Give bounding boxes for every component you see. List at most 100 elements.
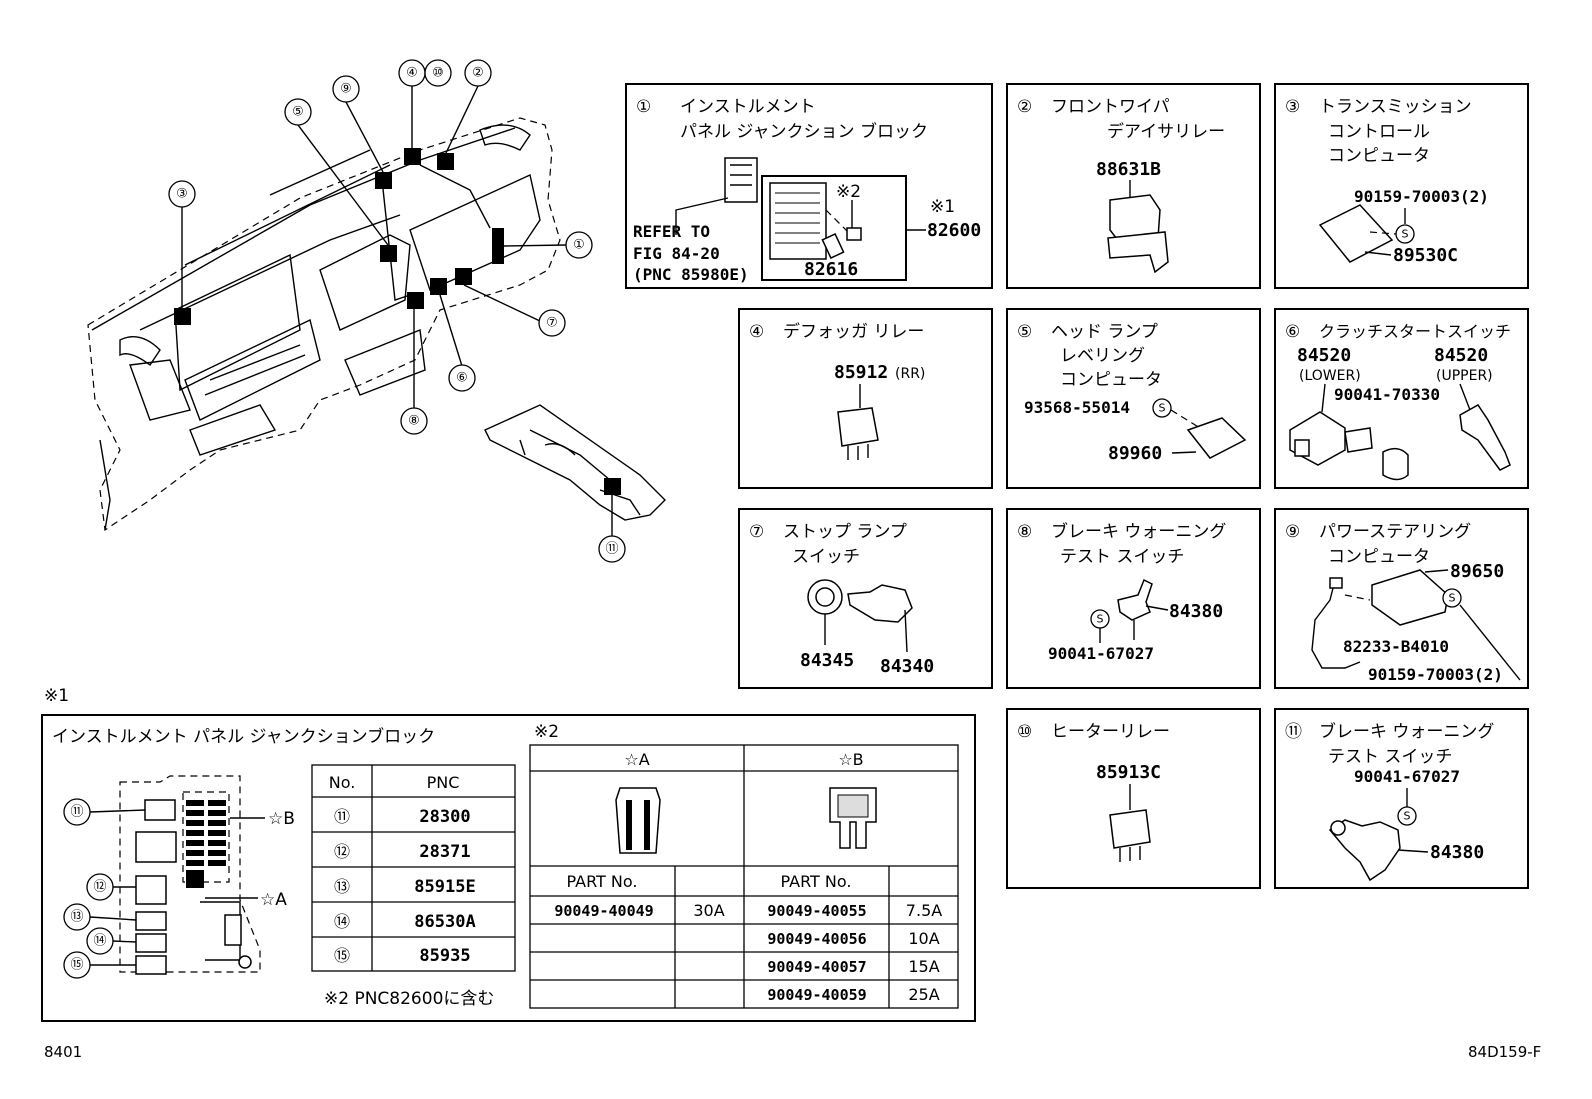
figure-number: 8401 [44,1043,82,1061]
svg-text:REFER TO: REFER TO [633,222,710,241]
callout-1: ① [565,231,593,259]
pnc-row: ⑪ 28300 [334,807,471,827]
marker-5 [380,245,397,262]
note-1-mark: ※1 [44,686,69,706]
svg-text:S: S [1449,592,1456,605]
svg-text:テスト スイッチ: テスト スイッチ [1060,547,1184,567]
junction-block-detail: インストルメント パネル ジャンクションブロック ☆B ☆A ⑪ ⑫ [41,714,976,1022]
svg-text:⑪: ⑪ [605,542,618,557]
fuse-b-row: 90049-40059 25A [767,985,939,1004]
panel-1-junction-block: ① インストルメント パネル ジャンクション ブロック REFER TO FIG… [625,83,993,289]
svg-text:85935: 85935 [419,946,470,966]
svg-text:90041-67027: 90041-67027 [1354,767,1460,786]
svg-text:82600: 82600 [927,220,981,241]
svg-text:☆A: ☆A [624,750,649,769]
svg-text:90049-40059: 90049-40059 [767,986,866,1004]
svg-text:⑧: ⑧ [1017,522,1032,542]
svg-text:⑫: ⑫ [334,842,350,861]
fuse-b-row: 90049-40055 7.5A [767,901,942,920]
fuse-b-row: 90049-40057 15A [767,957,939,976]
svg-text:スイッチ: スイッチ [792,547,860,567]
svg-text:84340: 84340 [880,656,934,677]
pnc-row: ⑭ 86530A [334,912,476,932]
svg-text:88631B: 88631B [1096,159,1161,180]
svg-text:⑭: ⑭ [93,934,106,949]
svg-text:※1: ※1 [930,197,955,217]
svg-text:コンピュータ: コンピュータ [1328,146,1430,166]
svg-text:82616: 82616 [804,259,858,280]
svg-text:⑮: ⑮ [70,958,83,973]
callout-5: ⑤ [284,98,312,126]
svg-text:82233-B4010: 82233-B4010 [1343,637,1449,656]
marker-3 [174,308,191,325]
svg-text:15A: 15A [908,957,939,976]
panel-2-wiper-relay: ② フロントワイパ デアイサリレー 88631B [1006,83,1261,289]
svg-text:トランスミッション: トランスミッション [1319,97,1472,117]
svg-text:⑤: ⑤ [1017,322,1032,342]
svg-text:ヒーターリレー: ヒーターリレー [1051,722,1170,742]
callout-2: ② [464,59,492,87]
pnc-row: ⑮ 85935 [334,946,471,966]
svg-text:93568-55014: 93568-55014 [1024,398,1130,417]
svg-text:デフォッガ リレー: デフォッガ リレー [783,321,924,342]
svg-text:☆B: ☆B [268,809,295,829]
svg-text:85912: 85912 [834,362,888,383]
svg-text:(UPPER): (UPPER) [1436,368,1493,384]
svg-text:⑬: ⑬ [334,877,350,896]
svg-text:84380: 84380 [1430,842,1484,863]
svg-text:⑥: ⑥ [456,371,468,386]
svg-text:10A: 10A [908,929,939,948]
panel-5-headlamp-leveling-computer: ⑤ ヘッド ランプ レベリング コンピュータ 93568-55014 S 899… [1006,308,1261,489]
svg-text:⑮: ⑮ [334,946,350,965]
pnc-table [311,764,516,972]
svg-text:⑦: ⑦ [749,522,764,542]
fuse-a-row: 90049-40049 30A [554,901,724,920]
svg-text:⑦: ⑦ [546,316,558,331]
svg-text:⑩: ⑩ [1017,722,1032,742]
svg-text:⑬: ⑬ [70,910,83,925]
marker-8 [407,292,424,309]
callout-9: ⑨ [332,75,360,103]
pnc-row: ⑫ 28371 [334,842,471,862]
callout-3: ③ [168,180,196,208]
svg-text:PART No.: PART No. [567,872,638,891]
marker-2 [437,153,454,170]
svg-text:パネル ジャンクション ブロック: パネル ジャンクション ブロック [680,121,928,142]
svg-text:(PNC 85980E): (PNC 85980E) [633,265,749,284]
svg-text:②: ② [472,66,484,81]
svg-text:インストルメント: インストルメント [680,97,816,117]
svg-text:(RR): (RR) [895,366,925,382]
svg-text:フロントワイパ: フロントワイパ [1051,97,1170,117]
svg-text:7.5A: 7.5A [906,901,942,920]
svg-text:パワーステアリング: パワーステアリング [1319,522,1471,542]
svg-text:90049-40057: 90049-40057 [767,958,866,976]
svg-text:⑧: ⑧ [408,414,420,429]
callout-7: ⑦ [538,309,566,337]
panel-6-clutch-start-switch: ⑥ クラッチスタートスイッチ 84520 (LOWER) 84520 (UPPE… [1274,308,1529,489]
svg-text:ストップ ランプ: ストップ ランプ [783,522,907,542]
svg-text:クラッチスタートスイッチ: クラッチスタートスイッチ [1319,322,1511,341]
svg-text:90041-67027: 90041-67027 [1048,644,1154,663]
svg-text:※2 PNC82600に含む: ※2 PNC82600に含む [324,989,494,1009]
svg-text:①: ① [636,97,651,117]
svg-text:⑫: ⑫ [93,880,106,895]
svg-text:ブレーキ ウォーニング: ブレーキ ウォーニング [1319,721,1494,742]
svg-text:④: ④ [406,66,418,81]
svg-text:ヘッド ランプ: ヘッド ランプ [1051,322,1158,342]
svg-text:※2: ※2 [534,722,559,742]
svg-text:90159-70003(2): 90159-70003(2) [1368,665,1503,684]
svg-text:No.: No. [329,773,356,792]
svg-text:89960: 89960 [1108,443,1162,464]
fuse-b-row: 90049-40056 10A [767,929,939,948]
svg-text:84520: 84520 [1434,345,1488,366]
svg-text:S: S [1159,402,1166,415]
panel-11-brake-warning-switch: ⑪ ブレーキ ウォーニング テスト スイッチ 90041-67027 S 843… [1274,708,1529,889]
panel-9-power-steering-computer: ⑨ パワーステアリング コンピュータ 89650 S 82233-B4010 9… [1274,508,1529,689]
fuse-table [529,744,959,1009]
svg-text:S: S [1402,228,1409,241]
svg-text:②: ② [1017,97,1032,117]
svg-text:コントロール: コントロール [1328,122,1430,142]
svg-text:⑤: ⑤ [292,105,304,120]
